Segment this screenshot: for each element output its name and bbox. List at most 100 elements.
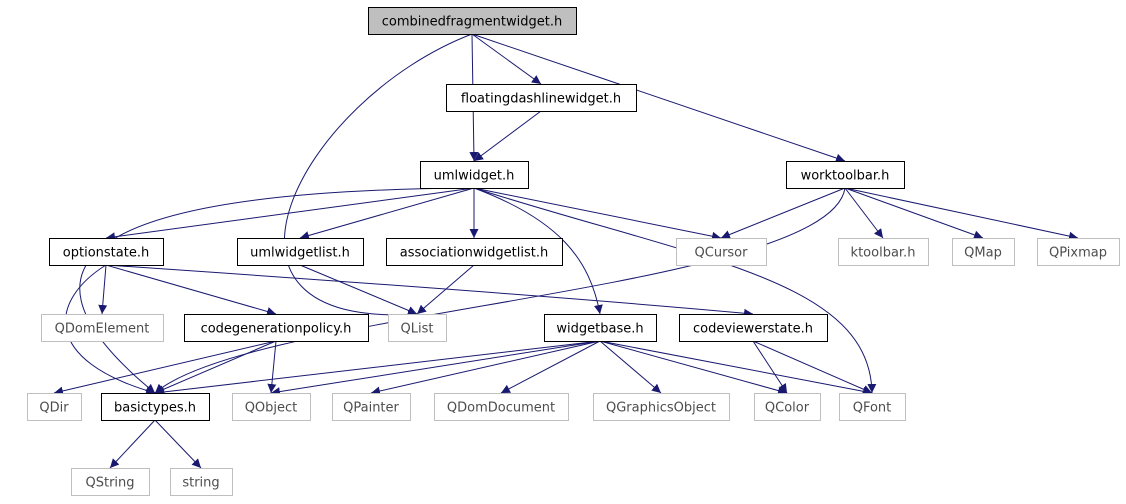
node-box xyxy=(184,314,369,342)
node-box xyxy=(593,393,730,421)
node-string: string xyxy=(170,468,233,496)
node-qdir: QDir xyxy=(27,393,82,421)
node-box xyxy=(839,393,906,421)
node-codeviewerstate[interactable]: codeviewerstate.h xyxy=(679,314,828,342)
node-qobject: QObject xyxy=(232,393,311,421)
node-box xyxy=(420,161,529,189)
edge-worktoolbar-to-qpixmap xyxy=(844,187,1079,241)
edge-codegenerationpolicy-to-basictypes xyxy=(154,340,277,394)
file-nodes: combinedfragmentwidget.h floatingdashline… xyxy=(27,7,1120,496)
edge-combinedfragmentwidget-to-floatingdashlinewidget xyxy=(471,33,542,85)
node-box xyxy=(368,7,577,35)
node-label: QFont xyxy=(853,401,892,416)
node-label: combinedfragmentwidget.h xyxy=(382,15,562,30)
node-label: QColor xyxy=(765,401,810,416)
node-box xyxy=(544,314,657,342)
edge-worktoolbar-to-basictypes xyxy=(154,187,846,394)
node-label: ktoolbar.h xyxy=(851,246,916,261)
edge-umlwidget-to-qcursor xyxy=(473,187,722,241)
node-label: QCursor xyxy=(695,246,749,261)
edge-associationwidgetlist-to-qlist xyxy=(416,264,475,315)
edge-combinedfragmentwidget-to-worktoolbar xyxy=(471,33,846,163)
node-box xyxy=(27,393,82,421)
node-label: codeviewerstate.h xyxy=(693,322,813,337)
node-box xyxy=(101,393,210,421)
edge-widgetbase-to-qdomdocument xyxy=(500,340,601,394)
edge-widgetbase-to-qobject xyxy=(270,340,601,397)
edge-optionstate-to-codegenerationpolicy xyxy=(105,264,277,316)
node-label: associationwidgetlist.h xyxy=(400,246,548,261)
node-box xyxy=(41,314,164,342)
node-label: basictypes.h xyxy=(114,401,196,416)
node-worktoolbar[interactable]: worktoolbar.h xyxy=(786,161,905,189)
node-box xyxy=(679,314,828,342)
node-label: QMap xyxy=(964,246,1002,261)
edge-codegenerationpolicy-to-qdir xyxy=(53,340,277,396)
node-qdomdocument: QDomDocument xyxy=(434,393,569,421)
node-label: QString xyxy=(85,476,134,491)
node-label: umlwidget.h xyxy=(434,169,515,184)
node-box xyxy=(232,393,311,421)
edge-basictypes-to-string xyxy=(154,419,202,469)
edge-optionstate-to-qdomelement xyxy=(98,264,108,315)
node-box xyxy=(676,238,767,266)
node-box xyxy=(952,238,1015,266)
node-box xyxy=(388,314,447,342)
node-label: codegenerationpolicy.h xyxy=(201,322,352,337)
node-qmap: QMap xyxy=(952,238,1015,266)
node-label: worktoolbar.h xyxy=(801,169,890,184)
node-box xyxy=(386,238,563,266)
edge-codeviewerstate-to-qfont xyxy=(752,340,873,394)
node-label: QDomDocument xyxy=(447,401,555,416)
edge-worktoolbar-to-ktoolbar xyxy=(844,187,884,239)
node-optionstate[interactable]: optionstate.h xyxy=(49,238,164,266)
node-floatingdashlinewidget[interactable]: floatingdashlinewidget.h xyxy=(446,84,637,112)
node-box xyxy=(754,393,821,421)
edge-floatingdashlinewidget-to-umlwidget xyxy=(473,110,542,162)
node-box xyxy=(838,238,929,266)
node-box xyxy=(1037,238,1120,266)
edge-codeviewerstate-to-qcolor xyxy=(752,340,788,394)
edge-basictypes-to-qstring xyxy=(109,419,156,469)
edge-optionstate-to-codeviewerstate xyxy=(105,264,754,318)
node-codegenerationpolicy[interactable]: codegenerationpolicy.h xyxy=(184,314,369,342)
node-box xyxy=(332,393,411,421)
node-qcolor: QColor xyxy=(754,393,821,421)
node-umlwidgetlist[interactable]: umlwidgetlist.h xyxy=(237,238,364,266)
node-label: QList xyxy=(401,322,434,337)
edge-combinedfragmentwidget-to-qlist xyxy=(283,33,473,320)
node-label: optionstate.h xyxy=(63,246,149,261)
node-basictypes[interactable]: basictypes.h xyxy=(101,393,210,421)
node-label: QObject xyxy=(245,401,298,416)
node-qpixmap: QPixmap xyxy=(1037,238,1120,266)
edge-worktoolbar-to-qmap xyxy=(844,187,984,240)
node-box xyxy=(237,238,364,266)
edge-widgetbase-to-qfont xyxy=(599,340,873,396)
node-qfont: QFont xyxy=(839,393,906,421)
node-qlist: QList xyxy=(388,314,447,342)
node-associationwidgetlist[interactable]: associationwidgetlist.h xyxy=(386,238,563,266)
node-label: QPainter xyxy=(343,401,399,416)
node-qcursor: QCursor xyxy=(676,238,767,266)
edge-worktoolbar-to-qcursor xyxy=(720,187,846,239)
edge-codegenerationpolicy-to-qobject xyxy=(267,340,277,394)
node-combinedfragmentwidget[interactable]: combinedfragmentwidget.h xyxy=(368,7,577,35)
node-qdomelement: QDomElement xyxy=(41,314,164,342)
node-widgetbase[interactable]: widgetbase.h xyxy=(544,314,657,342)
node-box xyxy=(434,393,569,421)
node-label: QGraphicsObject xyxy=(606,401,716,416)
node-label: string xyxy=(182,476,219,491)
node-label: QPixmap xyxy=(1049,246,1107,261)
edge-widgetbase-to-qcolor xyxy=(599,340,788,395)
edge-umlwidget-to-widgetbase xyxy=(473,187,603,315)
node-box xyxy=(170,468,233,496)
node-umlwidget[interactable]: umlwidget.h xyxy=(420,161,529,189)
node-label: floatingdashlinewidget.h xyxy=(461,92,621,107)
edge-umlwidget-to-umlwidgetlist xyxy=(299,187,475,240)
edge-umlwidgetlist-to-qlist xyxy=(299,264,418,315)
edge-umlwidget-to-optionstate xyxy=(105,187,475,242)
node-box xyxy=(49,238,164,266)
edge-umlwidget-to-qfont xyxy=(473,187,877,394)
node-label: QDomElement xyxy=(55,322,150,337)
